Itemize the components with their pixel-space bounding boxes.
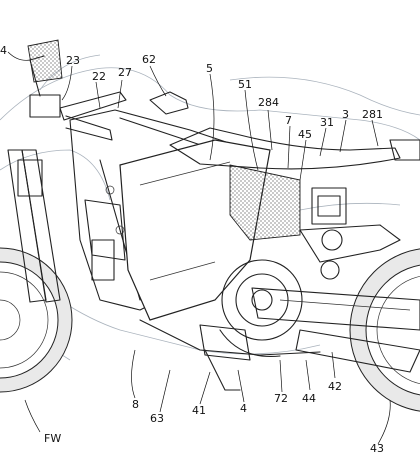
ref-label: 284 (258, 96, 279, 109)
ref-label: 27 (118, 66, 132, 79)
rear-wheel (349, 248, 420, 412)
ref-label: 72 (274, 392, 288, 405)
ref-label: 31 (320, 116, 334, 129)
ref-label: 23 (66, 54, 80, 67)
seat (169, 127, 420, 170)
ref-label: 8 (132, 398, 139, 411)
leader-lines (7, 51, 391, 445)
front-fork (7, 39, 63, 303)
ref-label: 22 (92, 70, 106, 83)
ref-label: 42 (328, 380, 342, 393)
ref-label: 41 (192, 404, 206, 417)
ref-label: FW (44, 432, 61, 445)
controller-unit (229, 164, 401, 280)
ref-label: 62 (142, 53, 156, 66)
handlebar (59, 91, 127, 141)
swing-arm (251, 287, 420, 373)
ref-label: 4 (0, 44, 7, 57)
ref-label: 63 (150, 412, 164, 425)
ref-label: 281 (362, 108, 383, 121)
front-wheel (0, 247, 73, 393)
ref-label: 7 (285, 114, 292, 127)
ref-label: 44 (302, 392, 316, 405)
ref-label: 45 (298, 128, 312, 141)
motor (219, 259, 303, 358)
ref-label: 43 (370, 442, 384, 455)
lower-frame (139, 319, 321, 391)
ref-label: 51 (238, 78, 252, 91)
ref-label: 5 (206, 62, 213, 75)
reference-labels: 4 23 22 27 62 5 51 284 7 45 31 3 281 8 6… (0, 44, 384, 455)
ref-label: 3 (342, 108, 349, 121)
ref-label: 4 (240, 402, 247, 415)
